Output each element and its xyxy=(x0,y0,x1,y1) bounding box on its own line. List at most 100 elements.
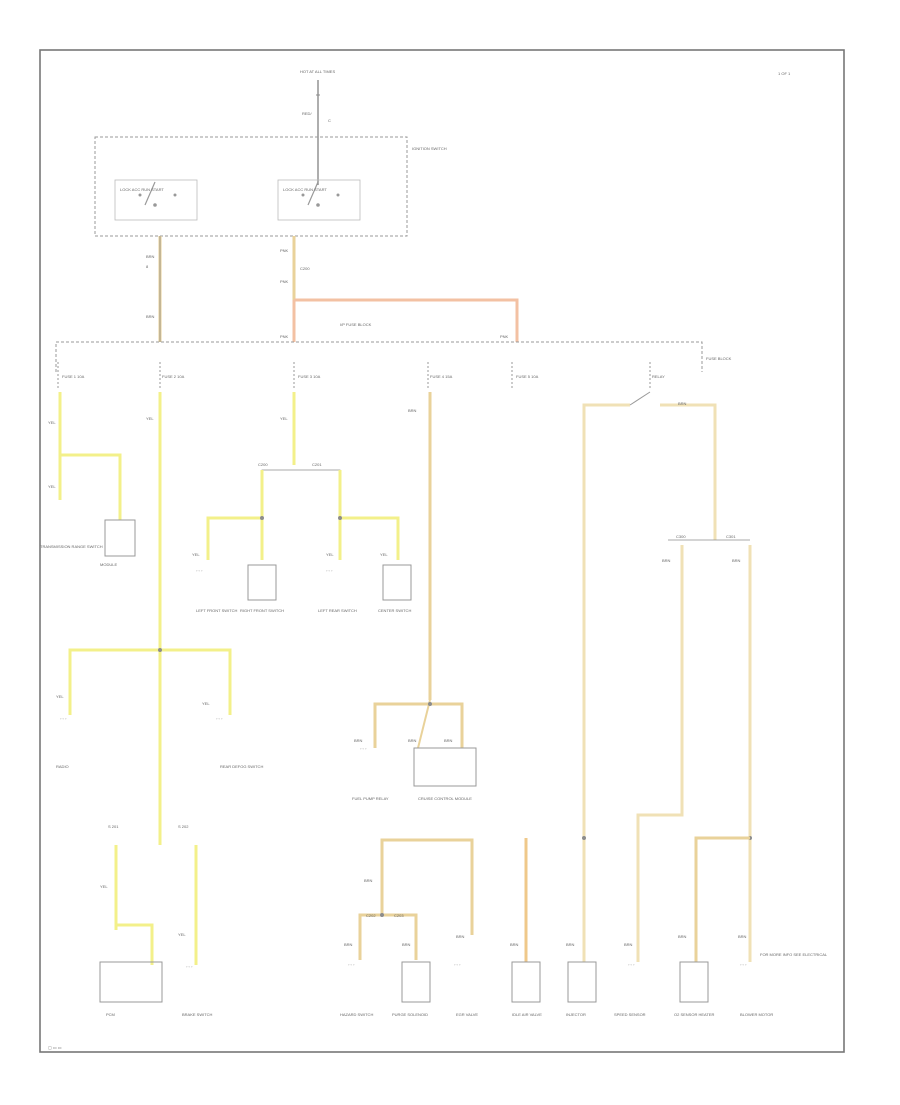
svg-text:BRN: BRN xyxy=(678,934,687,939)
branch-3: YEL C200 C201 YEL YEL YEL ◦ ◦ ◦ ◦ ◦ ◦ LE… xyxy=(192,392,412,613)
branch-4b: BRN C202 C203 BRN BRN BRN ◦ ◦ ◦ ◦ ◦ ◦ HA… xyxy=(340,838,478,1017)
svg-text:YEL: YEL xyxy=(280,416,288,421)
ignition-switch-left: LOCK ACC RUN START xyxy=(114,179,198,221)
feed-label-2: C xyxy=(328,118,331,123)
relay-label: RELAY xyxy=(652,374,665,379)
wire-lbl-d: PNK xyxy=(280,248,289,253)
comp-rear-defog-label: REAR DEFOG SWITCH xyxy=(220,764,263,769)
fuse-block-outline xyxy=(55,341,703,372)
comp-hazard-label: HAZARD SWITCH xyxy=(340,1012,373,1017)
branch-4: BRN BRN BRN BRN ◦ ◦ ◦ FUEL PUMP RELAY CR… xyxy=(352,392,477,801)
svg-text:YEL: YEL xyxy=(48,484,56,489)
svg-text:◦ ◦ ◦: ◦ ◦ ◦ xyxy=(360,746,367,751)
svg-text:BRN: BRN xyxy=(510,942,519,947)
svg-text:BRN: BRN xyxy=(662,558,671,563)
svg-text:◦ ◦ ◦: ◦ ◦ ◦ xyxy=(740,962,747,967)
ignition-switch-label: IGNITION SWITCH xyxy=(412,146,447,151)
fuse-symbols xyxy=(57,362,651,390)
feed-label-1: RED/ xyxy=(302,111,312,116)
comp-purge-label: PURGE SOLENOID xyxy=(392,1012,428,1017)
fuse-4-label: FUSE 4 15A xyxy=(430,374,453,379)
svg-text:◦ ◦ ◦: ◦ ◦ ◦ xyxy=(348,962,355,967)
comp-idle-label: IDLE AIR VALVE xyxy=(512,1012,542,1017)
comp-pcm-label: PCM xyxy=(106,1012,115,1017)
comp-transmission-label: TRANSMISSION RANGE SWITCH xyxy=(40,544,103,549)
wire-lbl-b: 8 xyxy=(146,264,149,269)
svg-text:C301: C301 xyxy=(726,534,736,539)
comp-cruise-label: CRUISE CONTROL MODULE xyxy=(418,796,472,801)
comp-left-rear-label: LEFT REAR SWITCH xyxy=(318,608,357,613)
ign-left-label: LOCK ACC RUN START xyxy=(120,187,164,192)
connector-c4: C203 xyxy=(394,913,404,918)
svg-text:BRN: BRN xyxy=(624,942,633,947)
svg-text:◦ ◦ ◦: ◦ ◦ ◦ xyxy=(186,964,193,969)
diagram-border xyxy=(39,49,845,1053)
wire-lbl-g: PNK xyxy=(500,334,509,339)
svg-text:BRN: BRN xyxy=(444,738,453,743)
svg-text:◦ ◦ ◦: ◦ ◦ ◦ xyxy=(326,568,333,573)
svg-text:YEL: YEL xyxy=(202,701,210,706)
svg-text:BRN: BRN xyxy=(678,401,687,406)
comp-fuel-pump-label: FUEL PUMP RELAY xyxy=(352,796,389,801)
fuse-block-right-label: FUSE BLOCK xyxy=(706,356,732,361)
top-source-label: HOT AT ALL TIMES xyxy=(300,69,335,74)
svg-text:BRN: BRN xyxy=(402,942,411,947)
comp-brake-switch-label: BRAKE SWITCH xyxy=(182,1012,213,1017)
ignition-switch-right: LOCK ACC RUN START xyxy=(277,179,361,221)
comp-left-front-label: LEFT FRONT SWITCH xyxy=(196,608,238,613)
ign-right-label: LOCK ACC RUN START xyxy=(283,187,327,192)
comp-o2-label: O2 SENSOR HEATER xyxy=(674,1012,714,1017)
svg-text:BRN: BRN xyxy=(456,934,465,939)
wire-lbl-f: PNK xyxy=(280,279,289,284)
orange-cross-feed xyxy=(294,298,519,342)
svg-text:S 201: S 201 xyxy=(108,824,119,829)
comp-blower-label: BLOWER MOTOR xyxy=(740,1012,773,1017)
comp-radio-label: RADIO xyxy=(56,764,69,769)
comp-egr-label: EGR VALVE xyxy=(456,1012,478,1017)
comp-injector-label: INJECTOR xyxy=(566,1012,586,1017)
svg-text:BRN: BRN xyxy=(354,738,363,743)
svg-text:◦ ◦ ◦: ◦ ◦ ◦ xyxy=(628,962,635,967)
comp-speed-label: SPEED SENSOR xyxy=(614,1012,646,1017)
connector-c3: C202 xyxy=(366,913,376,918)
wire-lbl-c: BRN xyxy=(146,314,155,319)
ignition-switch-box xyxy=(94,136,408,237)
svg-text:S 202: S 202 xyxy=(178,824,189,829)
svg-text:BRN: BRN xyxy=(732,558,741,563)
footer-tag: ▢ ▭ ▭ xyxy=(48,1045,62,1050)
branch-6: BRN BRN INJECTOR C300 C301 BRN BRN ◦ ◦ ◦… xyxy=(566,391,828,1017)
svg-text:◦ ◦ ◦: ◦ ◦ ◦ xyxy=(60,716,67,721)
svg-text:YEL: YEL xyxy=(100,884,108,889)
svg-text:YEL: YEL xyxy=(48,420,56,425)
comp-center-label: CENTER SWITCH xyxy=(378,608,411,613)
svg-text:YEL: YEL xyxy=(146,416,154,421)
branch-5: BRN IDLE AIR VALVE xyxy=(510,838,542,1017)
svg-text:◦ ◦ ◦: ◦ ◦ ◦ xyxy=(216,716,223,721)
wire-lbl-h: PNK xyxy=(280,334,289,339)
svg-text:C300: C300 xyxy=(676,534,686,539)
branch-2: YEL YEL YEL ◦ ◦ ◦ ◦ ◦ ◦ RADIO REAR DEFOG… xyxy=(56,392,263,1017)
comp-right-front-label: RIGHT FRONT SWITCH xyxy=(240,608,284,613)
svg-text:◦ ◦ ◦: ◦ ◦ ◦ xyxy=(196,568,203,573)
note-label: FOR MORE INFO SEE ELECTRICAL xyxy=(760,952,828,957)
wire-lbl-e: C200 xyxy=(300,266,310,271)
fuse-3-label: FUSE 3 10A xyxy=(298,374,321,379)
svg-text:YEL: YEL xyxy=(380,552,388,557)
wire-lbl-a: BRN xyxy=(146,254,155,259)
connector-c2: C201 xyxy=(312,462,322,467)
svg-text:YEL: YEL xyxy=(192,552,200,557)
fuse-2-label: FUSE 2 10A xyxy=(162,374,185,379)
svg-text:YEL: YEL xyxy=(178,932,186,937)
page-code: 1 OF 1 xyxy=(778,71,791,76)
svg-text:BRN: BRN xyxy=(408,408,417,413)
svg-text:BRN: BRN xyxy=(344,942,353,947)
svg-text:BRN: BRN xyxy=(364,878,373,883)
svg-text:◦ ◦ ◦: ◦ ◦ ◦ xyxy=(454,962,461,967)
branch-1: YEL YEL TRANSMISSION RANGE SWITCH MODULE xyxy=(40,392,136,567)
connector-c1: C200 xyxy=(258,462,268,467)
svg-text:YEL: YEL xyxy=(56,694,64,699)
svg-text:BRN: BRN xyxy=(408,738,417,743)
svg-text:YEL: YEL xyxy=(326,552,334,557)
